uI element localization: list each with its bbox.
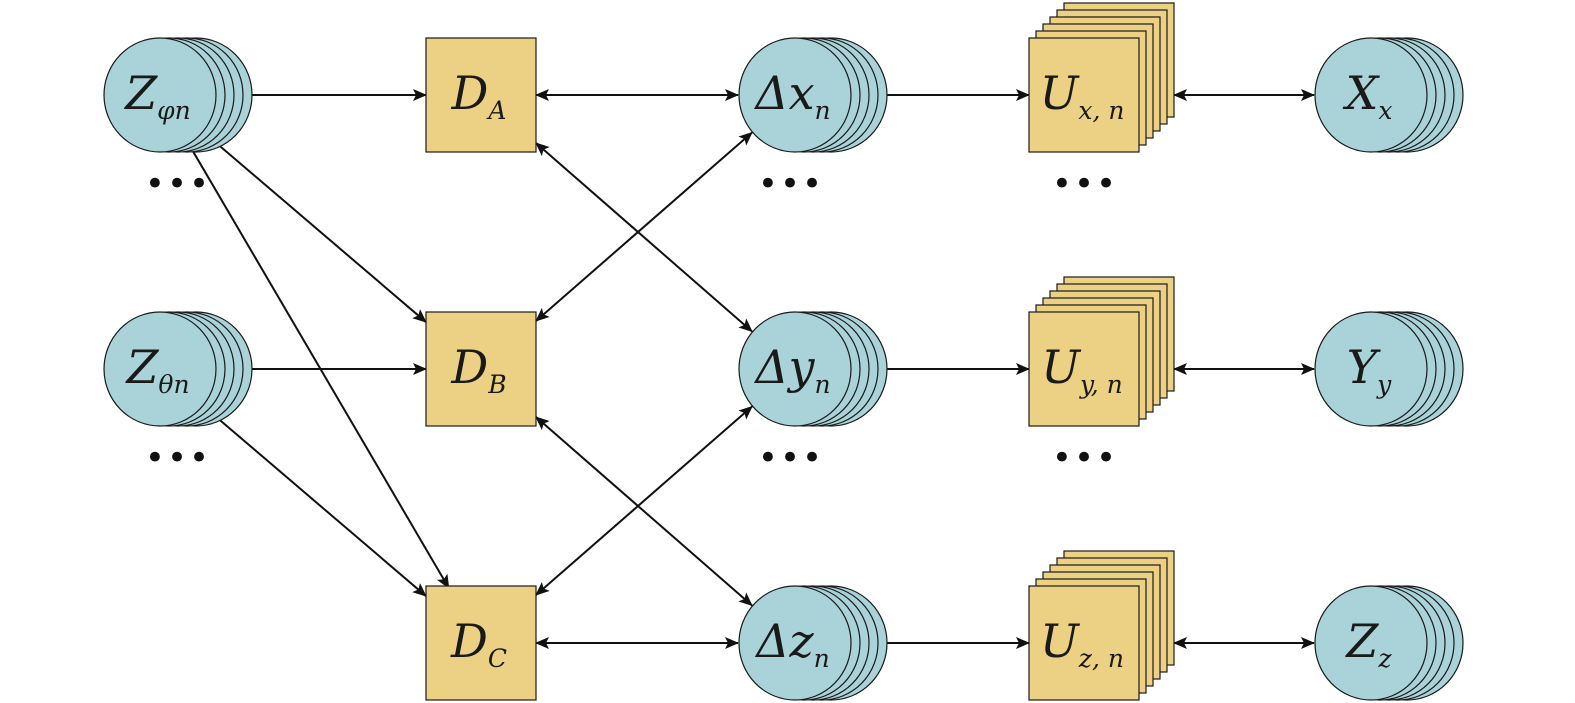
edge-da-dy [535,142,753,333]
circle-shape [103,37,217,153]
node-dx-label: Δxn [753,66,830,125]
node-zz: Zz [1314,585,1464,701]
node-dy-label: Δyn [753,340,830,399]
square-shape [1028,37,1140,153]
node-uz: Uz, n [1028,550,1175,701]
square-shape [1028,311,1140,427]
ellipsis-marker: ••• [145,438,211,478]
edge-zphi-db [202,131,427,323]
node-dy: Δyn [738,311,888,427]
ellipsis-marker: ••• [1052,164,1118,204]
node-uz-label: Uz, n [1040,614,1124,673]
circle-shape [103,311,217,427]
node-yy: Yy [1314,311,1464,427]
square-shape [1028,585,1140,701]
circle-shape [738,311,852,427]
node-da: DA [425,37,537,153]
circle-shape [1314,37,1428,153]
node-dx: Δxn [738,37,888,153]
node-yy-label: Yy [1347,340,1392,399]
node-ztheta: Zθn [103,311,253,427]
square-shape [425,585,537,701]
node-da-label: DA [451,66,507,125]
node-zz-label: Zz [1344,614,1392,673]
node-db-label: DB [450,340,506,399]
circle-shape [738,585,852,701]
edge-db-dz [535,416,753,607]
node-ux-label: Ux, n [1040,66,1125,125]
ellipsis-marker: ••• [758,438,824,478]
node-ux: Ux, n [1028,2,1175,153]
node-dz: Δzn [738,585,888,701]
square-shape [425,311,537,427]
square-shape [425,37,537,153]
node-db: DB [425,311,537,427]
node-zphi: Zφn [103,37,253,153]
circle-shape [1314,311,1428,427]
node-dc-label: DC [450,614,507,673]
edge-zphi-dc [187,143,450,589]
node-zphi-label: Zφn [123,66,191,125]
ellipsis-layer: ••• ••• ••• ••• ••• ••• [145,164,1118,478]
ellipsis-marker: ••• [758,164,824,204]
node-uy: Uy, n [1028,276,1175,427]
edge-db-dx [535,131,753,322]
circle-shape [1314,585,1428,701]
node-xx-label: Xx [1343,66,1393,125]
node-dz-label: Δzn [754,614,830,673]
node-ztheta-label: Zθn [124,340,189,399]
edge-ztheta-dc [202,405,427,597]
node-xx: Xx [1314,37,1464,153]
edge-dc-dy [535,405,753,596]
ellipsis-marker: ••• [1052,438,1118,478]
node-dc: DC [425,585,537,701]
ellipsis-marker: ••• [145,164,211,204]
node-uy-label: Uy, n [1041,340,1123,399]
circle-shape [738,37,852,153]
